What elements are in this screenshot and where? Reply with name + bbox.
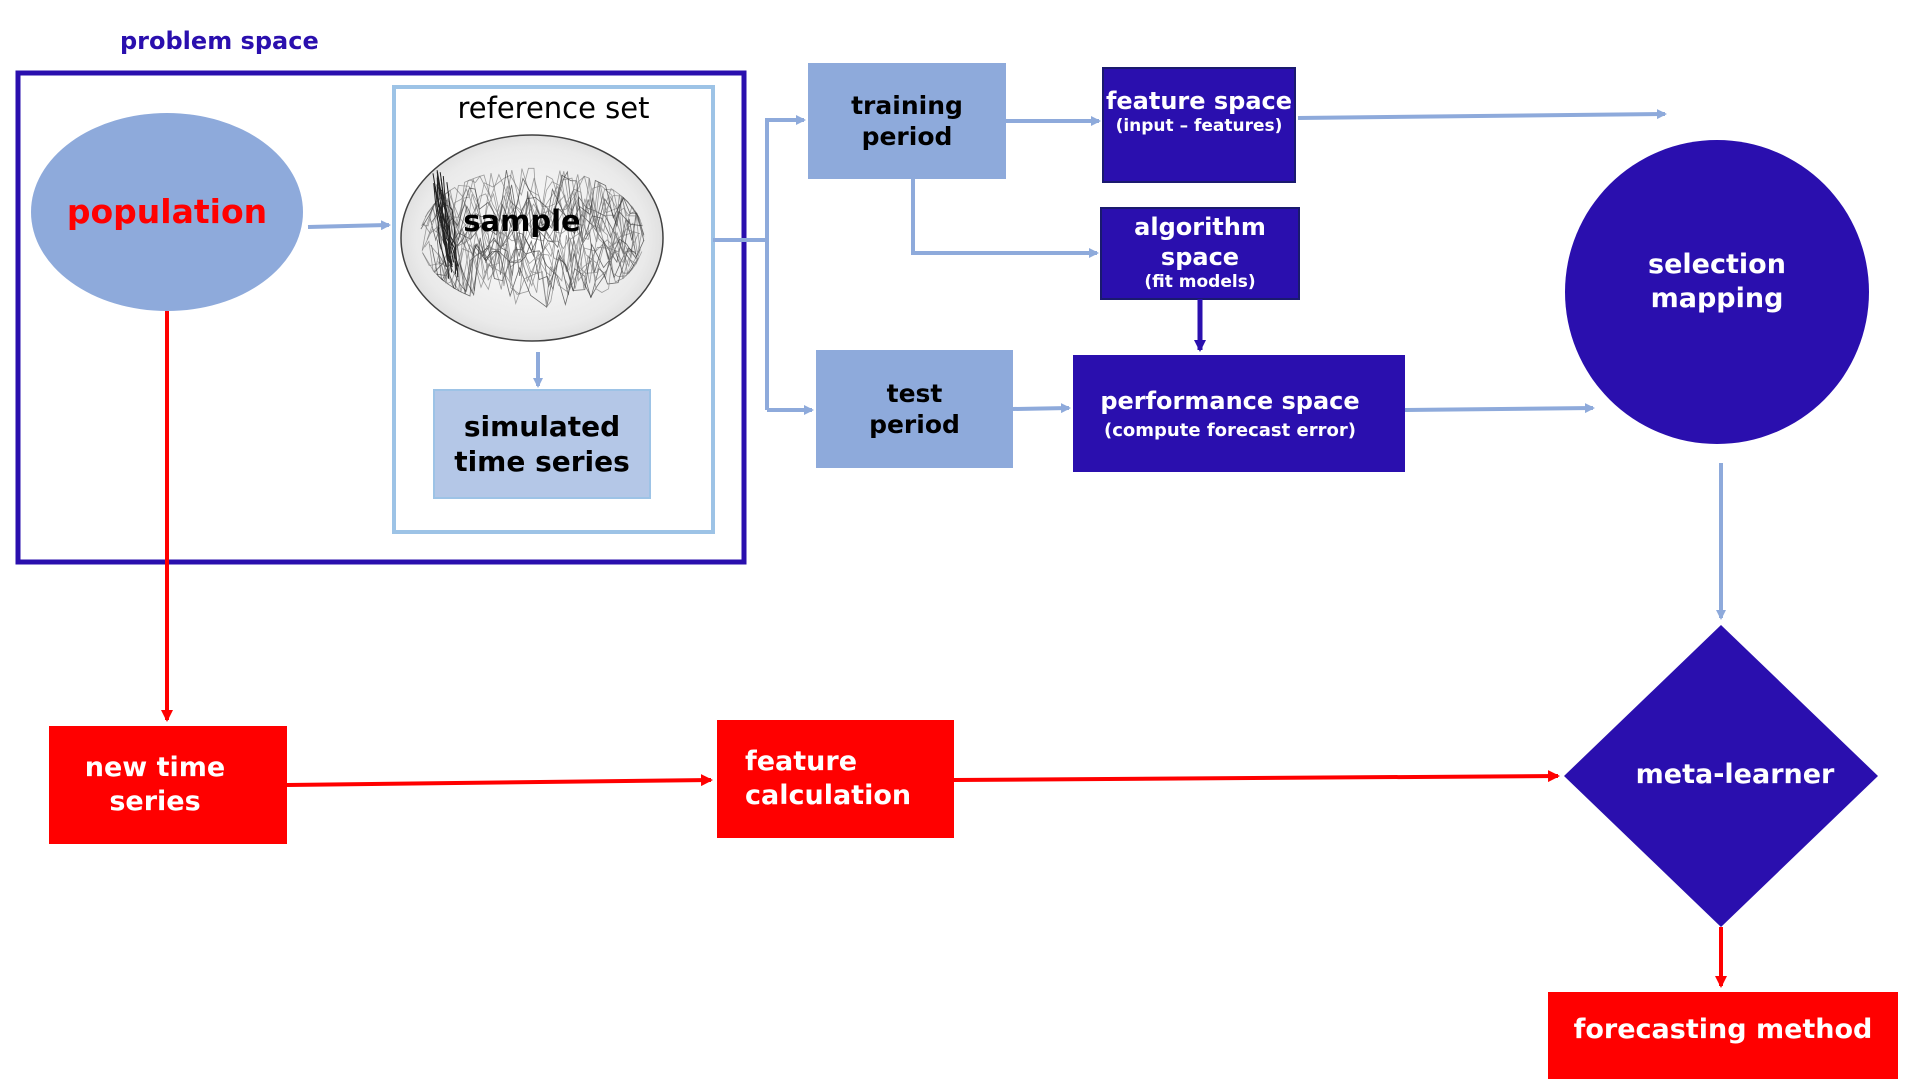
arrow-new-series-to-feature-calc [286, 774, 713, 787]
feature-calculation-line1: feature [745, 746, 858, 778]
feature-calculation-label-box: feature calculation [745, 720, 954, 838]
sample-series-line [422, 245, 639, 309]
sample-series-line [422, 177, 641, 241]
feature-space-sub: (input – features) [1115, 116, 1283, 136]
meta-learner-label: meta-learner [1635, 759, 1835, 791]
algorithm-space-node [1100, 207, 1300, 300]
training-line1: training [851, 90, 963, 120]
feature-space-label-box: feature space (input – features) [1103, 68, 1295, 182]
arrow-feature-to-selection [1297, 109, 1667, 120]
problem-space-frame [15, 70, 747, 565]
arrow-feature-calc-to-meta [953, 770, 1560, 783]
performance-space-label-box: performance space (compute forecast erro… [1073, 355, 1387, 472]
sample-series-line [422, 192, 636, 260]
test-line2: period [869, 410, 960, 439]
population-label: population [66, 192, 268, 232]
algorithm-line2: space [1160, 243, 1240, 272]
performance-title: performance space [1100, 386, 1360, 415]
algorithm-line1: algorithm [1134, 213, 1266, 242]
new-time-series-label-box: new time series [49, 726, 261, 844]
sample-label: sample [463, 204, 581, 238]
selection-line2: mapping [1650, 283, 1784, 314]
selection-mapping-node [1565, 140, 1869, 444]
sample-series-line [434, 244, 637, 308]
sample-series-line [424, 167, 641, 235]
algorithm-sub: (fit models) [1144, 272, 1256, 293]
simulated-label-box: simulated time series [434, 390, 650, 498]
sample-series-line [420, 170, 645, 235]
feature-calculation-node [717, 720, 954, 838]
arrow-performance-to-selection [1404, 403, 1595, 414]
feature-space-node [1102, 67, 1296, 183]
forecasting-method-node [1548, 992, 1898, 1079]
training-label-box: training period [808, 63, 1006, 179]
simulated-time-series-node [433, 389, 651, 499]
sample-series-line [446, 182, 459, 267]
new-time-series-line2: series [109, 786, 201, 817]
test-label-box: test period [816, 350, 1013, 468]
new-time-series-node [49, 726, 287, 844]
sample-series-line [439, 172, 458, 271]
sample-series-line [436, 186, 453, 266]
simulated-line2: time series [454, 445, 630, 478]
new-time-series-line1: new time [84, 752, 226, 784]
sample-time-series-lines [420, 167, 645, 309]
sample-series-line [437, 196, 637, 263]
meta-learner-node [1564, 625, 1878, 927]
sample-series-line [432, 168, 645, 237]
test-period-node [816, 350, 1013, 468]
algorithm-space-label-box: algorithm space (fit models) [1101, 206, 1299, 299]
training-period-node [808, 63, 1006, 179]
arrow-test-to-performance [1012, 403, 1071, 414]
reference-set-label: reference set [457, 91, 650, 125]
sample-series-line [431, 243, 639, 307]
sample-series-line [422, 231, 641, 295]
simulated-line1: simulated [463, 410, 621, 443]
sample-series-line [436, 237, 645, 297]
test-line1: test [886, 378, 943, 408]
population-node [31, 113, 303, 311]
population-label-box: population [31, 170, 303, 254]
forecasting-method-label: forecasting method [1573, 1014, 1873, 1046]
reference-set-frame [392, 85, 715, 534]
sample-series-line [422, 170, 638, 229]
meta-learner-label-box: meta-learner [1600, 752, 1870, 798]
feature-space-title: feature space [1105, 87, 1293, 115]
performance-space-node [1073, 355, 1405, 472]
arrow-to-training [765, 115, 806, 410]
feature-calculation-line2: calculation [745, 780, 912, 811]
sample-series-line [437, 221, 638, 291]
forecasting-method-label-box: forecasting method [1548, 992, 1898, 1068]
performance-sub: (compute forecast error) [1104, 419, 1356, 441]
sample-series-line [431, 174, 643, 242]
selection-line1: selection [1648, 249, 1786, 281]
sample-series-line [437, 234, 643, 305]
problem-space-label: problem space [120, 27, 319, 55]
training-line2: period [861, 122, 953, 151]
arrow-population-to-reference [307, 220, 391, 231]
arrow-training-to-algorithm [911, 179, 1099, 258]
sample-series-line [433, 183, 447, 267]
selection-mapping-label-box: selection mapping [1565, 240, 1869, 324]
sample-series-line [436, 230, 635, 295]
